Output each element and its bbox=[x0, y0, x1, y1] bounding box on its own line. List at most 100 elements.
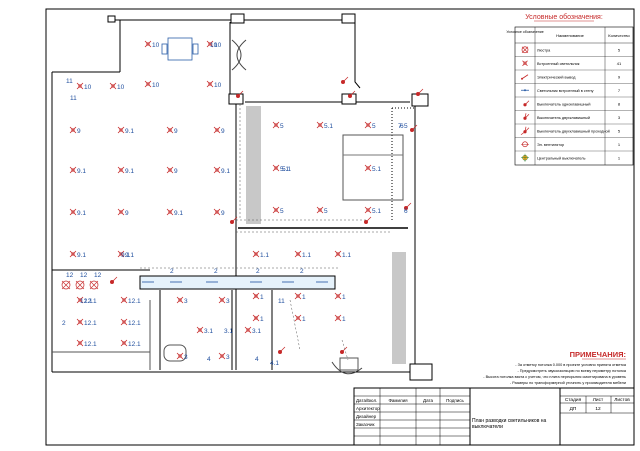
legend-header-qty: Количество bbox=[608, 33, 630, 38]
note-line: - Предусмотреть звукоизоляцию по всему п… bbox=[517, 369, 626, 373]
fixture-label: 9.1 bbox=[174, 210, 183, 217]
recessed-light-icon bbox=[117, 250, 125, 258]
recessed-light-icon bbox=[294, 314, 302, 322]
legend-row-qty: 8 bbox=[618, 101, 621, 106]
stamp-stage: ДП bbox=[570, 406, 577, 412]
fixture-label: 5.1 bbox=[372, 166, 381, 173]
recessed-light-icon bbox=[117, 126, 125, 134]
title-block bbox=[353, 387, 635, 446]
fixture-label: 4.1 bbox=[270, 360, 279, 367]
fixture-label: 1 bbox=[302, 294, 306, 301]
fixture-label: 5.1 bbox=[280, 166, 289, 173]
stamp-col-header: Подпись bbox=[446, 398, 464, 403]
stamp-sheet: 12 bbox=[595, 406, 601, 412]
fixture-label: 3 bbox=[226, 354, 230, 361]
recessed-light-icon bbox=[334, 314, 342, 322]
recessed-light-icon bbox=[120, 296, 128, 304]
bedroom-wall bbox=[245, 101, 416, 370]
recessed-light-icon bbox=[117, 208, 125, 216]
fixture-label: 3.1 bbox=[204, 328, 213, 335]
legend-row-qty: 9 bbox=[618, 74, 621, 79]
switch-icon bbox=[278, 346, 286, 354]
recessed-light-icon bbox=[76, 296, 84, 304]
recessed-light-icon bbox=[166, 126, 174, 134]
fixture-label: 9 bbox=[221, 128, 225, 135]
balcony-area bbox=[391, 107, 415, 220]
fixture-label: 2 bbox=[300, 268, 304, 275]
right-top-wall bbox=[354, 20, 361, 89]
fixture-label: 5 bbox=[280, 208, 284, 215]
fixture-label: 9 bbox=[125, 210, 129, 217]
column bbox=[409, 363, 433, 381]
fixture-label: 11 bbox=[66, 78, 73, 85]
column bbox=[411, 93, 429, 107]
wardrobe bbox=[246, 106, 261, 224]
fixture-label: 5 bbox=[372, 123, 376, 130]
column bbox=[341, 93, 357, 105]
switch-icon bbox=[110, 276, 118, 284]
fixture-label: 3.1 bbox=[224, 328, 233, 335]
fixture-label: 9.1 bbox=[77, 210, 86, 217]
fixture-label: 2 bbox=[62, 320, 66, 327]
fixture-label: 2 bbox=[214, 268, 218, 275]
recessed-light-icon bbox=[272, 164, 280, 172]
fixture-label: 9 bbox=[221, 210, 225, 217]
fixture-label: 5 bbox=[404, 123, 408, 130]
fixture-label: 1 bbox=[342, 294, 346, 301]
fixture-label: 9.1 bbox=[77, 168, 86, 175]
fixture-label: 12.1 bbox=[84, 341, 97, 348]
fixture-label: 3 bbox=[184, 354, 188, 361]
fixture-label: 12.1 bbox=[84, 320, 97, 327]
fixture-label: 1 bbox=[260, 316, 264, 323]
recessed-light-icon bbox=[316, 121, 324, 129]
glass-partition bbox=[139, 275, 336, 290]
recessed-light-icon bbox=[76, 339, 84, 347]
center-wall bbox=[229, 22, 237, 370]
chandelier-icon bbox=[61, 280, 71, 290]
recessed-light-icon bbox=[294, 250, 302, 258]
fixture-label: 5.1 bbox=[324, 123, 333, 130]
fixture-label: 10 bbox=[152, 82, 160, 89]
pass-switch-icon bbox=[520, 126, 530, 136]
fixture-label: 12.1 bbox=[80, 298, 93, 305]
stamp-role: Заказчик bbox=[356, 422, 375, 427]
stamp-sheet-label: Лист bbox=[593, 397, 604, 403]
fixture-label: 9.1 bbox=[125, 168, 134, 175]
fixture-label: 12 bbox=[66, 272, 74, 279]
stamp-col-header: Дата bbox=[423, 398, 433, 403]
fixture-label: 4 bbox=[255, 356, 259, 363]
stamp-role: Дата/Бюл. bbox=[356, 398, 377, 403]
recessed-light-icon bbox=[213, 208, 221, 216]
recessed-light-icon bbox=[272, 121, 280, 129]
switch-icon bbox=[340, 346, 348, 354]
recessed-light-icon bbox=[364, 121, 372, 129]
recessed-light-icon bbox=[144, 40, 152, 48]
fixture-label: 5 bbox=[280, 123, 284, 130]
fixture-label: 5.1 bbox=[282, 166, 291, 173]
wall-light-icon bbox=[521, 89, 529, 92]
recessed-light-icon bbox=[252, 314, 260, 322]
switch-icon bbox=[404, 202, 412, 210]
fixture-label: 9 bbox=[174, 168, 178, 175]
legend-row-qty: 7 bbox=[618, 88, 621, 93]
legend: Условные обозначения: Условное обозначен… bbox=[506, 13, 634, 166]
recessed-light-icon bbox=[166, 166, 174, 174]
stamp-title: План разводки светильников на выключател… bbox=[472, 418, 547, 430]
fixture-label: 4 bbox=[207, 356, 211, 363]
recessed-light-icon bbox=[206, 80, 214, 88]
fixture-label: 12.1 bbox=[128, 341, 141, 348]
recessed-light-icon bbox=[76, 82, 84, 90]
sheet-frame bbox=[45, 8, 635, 446]
central-switch-icon bbox=[521, 153, 529, 162]
switch-icon bbox=[230, 216, 238, 224]
fixture-label: 1 bbox=[260, 294, 264, 301]
door-swing bbox=[231, 39, 247, 71]
column bbox=[107, 15, 116, 23]
legend-row-name: Выключатель одноклавишный bbox=[537, 102, 591, 106]
fixture-label: 12.1 bbox=[84, 298, 97, 305]
double-switch-icon bbox=[523, 113, 530, 120]
recessed-light-icon bbox=[272, 206, 280, 214]
notes: ПРИМЕЧАНИЯ: - За отметку потолка 0.000 в… bbox=[483, 350, 627, 385]
note-line: - Размеры по трансформерной уточнить у п… bbox=[510, 381, 626, 385]
